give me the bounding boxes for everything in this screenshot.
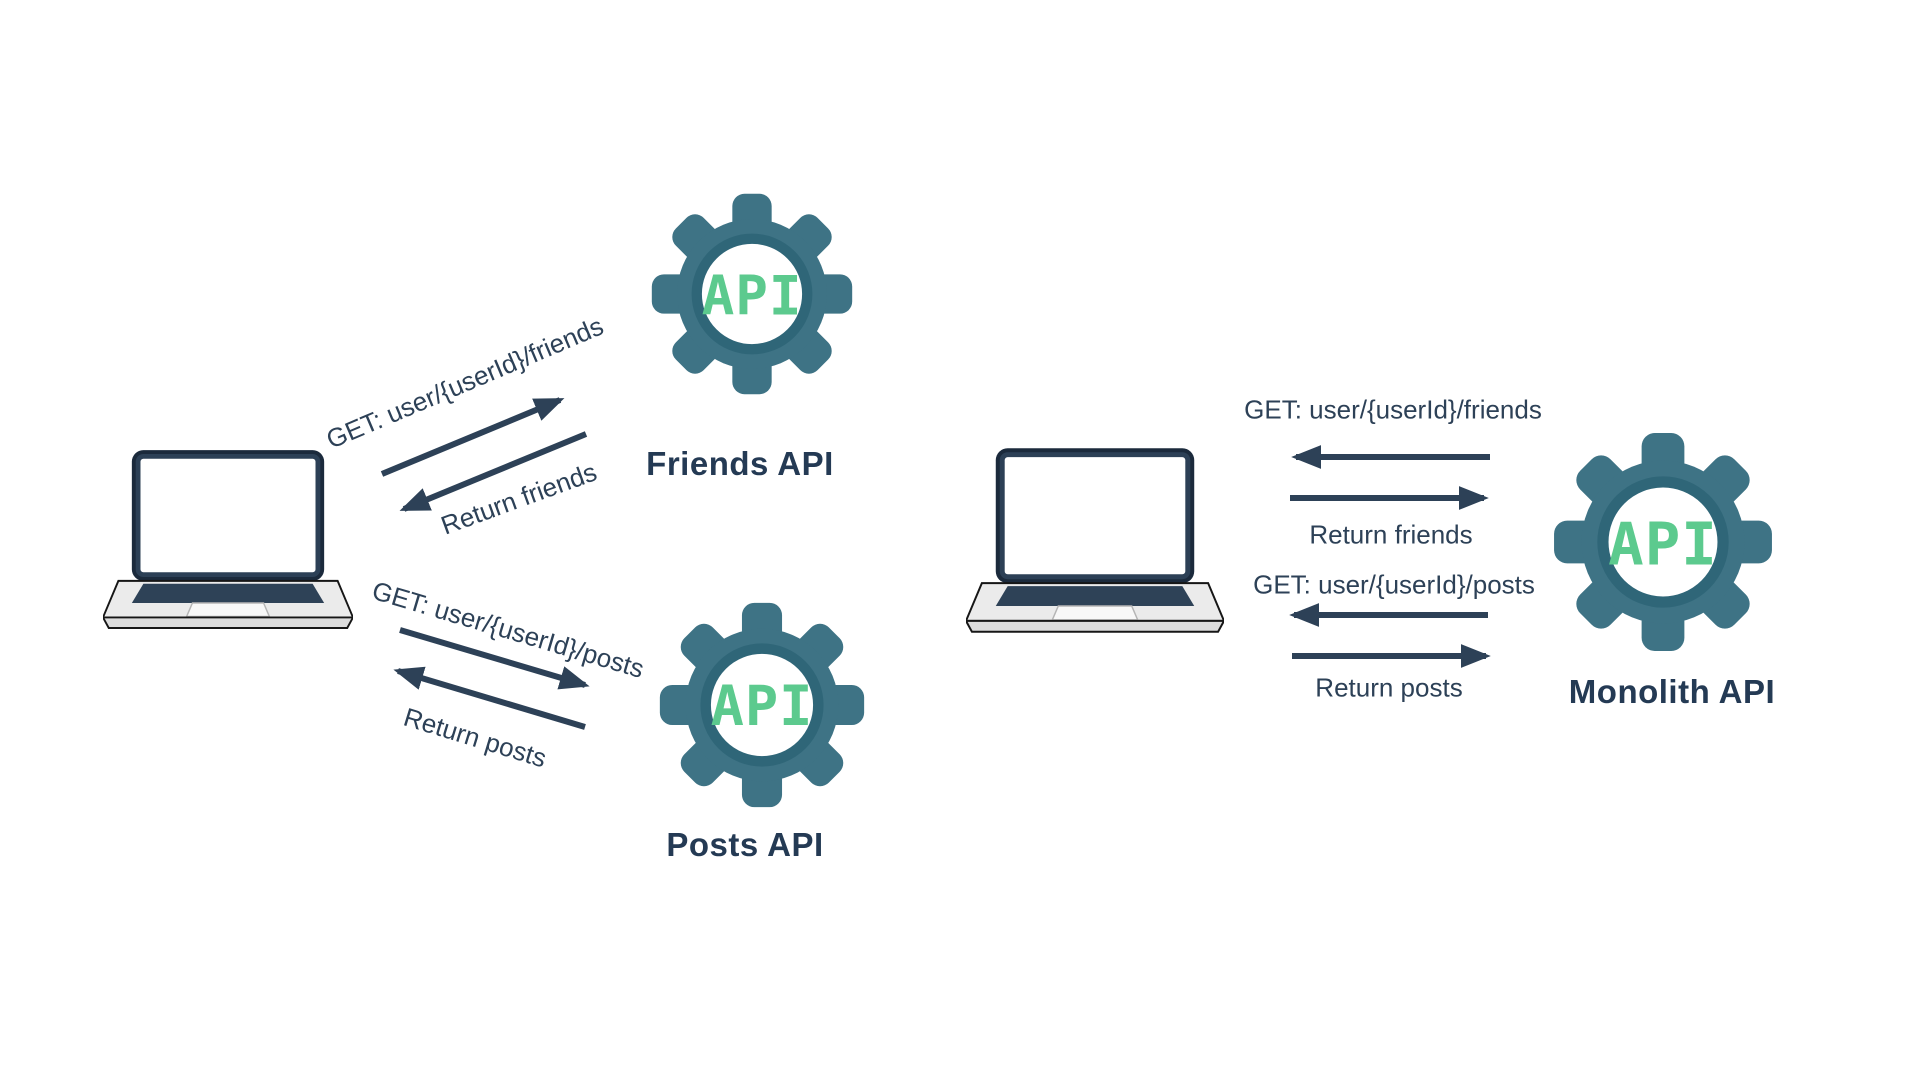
message-label-return-friends: Return friends	[1309, 519, 1473, 550]
api-gear-icon-posts: API	[659, 602, 865, 808]
api-gear-label: API	[711, 675, 814, 739]
service-title-friends-api: Friends API	[646, 445, 834, 482]
laptop-icon	[966, 448, 1224, 633]
message-label-return-posts: Return posts	[1315, 672, 1463, 703]
service-title-posts-api: Posts API	[666, 826, 824, 863]
arrow-left-return-posts	[393, 666, 586, 730]
arrow-left-get-posts	[399, 627, 590, 690]
laptop-icon	[103, 450, 353, 629]
service-title-monolith-api: Monolith API	[1568, 673, 1776, 710]
api-gear-label: API	[702, 264, 803, 327]
message-label-get-friends: GET: user/{userId}/friends	[1244, 394, 1542, 425]
api-gear-icon-friends: API	[651, 193, 853, 395]
arrow-left-get-friends	[380, 397, 565, 477]
arrow-left-return-friends	[399, 431, 588, 512]
api-gear-label: API	[1608, 510, 1718, 579]
message-label-get-posts: GET: user/{userId}/posts	[1253, 569, 1535, 600]
api-gear-icon-monolith: API	[1554, 433, 1772, 651]
